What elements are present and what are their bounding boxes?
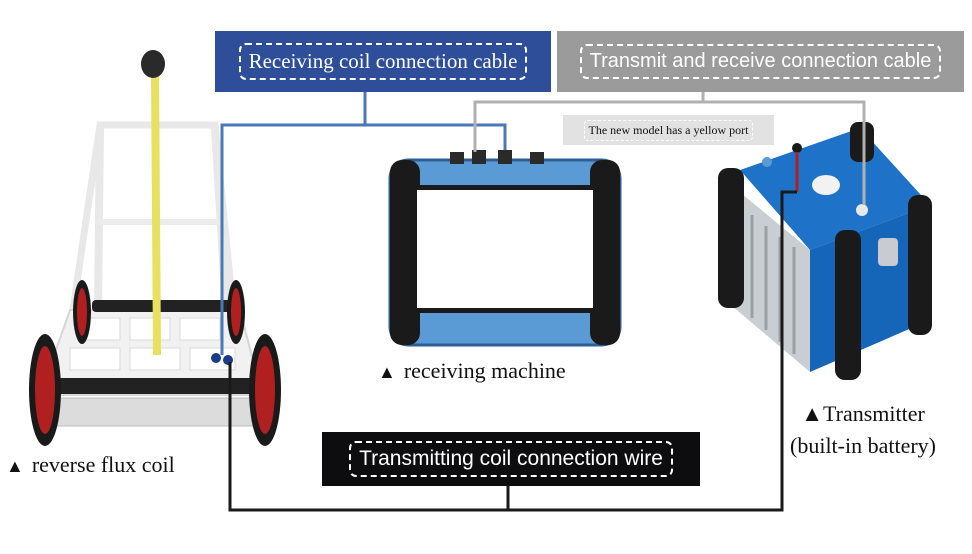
- yellow-port-note: The new model has a yellow port: [563, 115, 774, 145]
- transmit-receive-cable-line: [473, 92, 866, 205]
- reverse-flux-coil-caption-text: reverse flux coil: [31, 452, 175, 477]
- transmitter-caption-line1: ▲Transmitter: [790, 398, 936, 430]
- transmit-receive-cable-label: Transmit and receive connection cable: [557, 31, 964, 92]
- receiving-coil-cable-text: Receiving coil connection cable: [238, 43, 528, 80]
- transmit-receive-cable-text: Transmit and receive connection cable: [579, 44, 942, 79]
- receiving-machine-caption-text: receiving machine: [403, 358, 566, 383]
- triangle-marker-icon: ▲: [801, 401, 823, 426]
- reverse-flux-coil-image: [29, 50, 281, 446]
- reverse-flux-coil-caption: ▲ reverse flux coil: [6, 452, 175, 478]
- transmitting-coil-wire-line: [228, 190, 797, 512]
- transmitting-coil-wire-text: Transmitting coil connection wire: [349, 441, 673, 477]
- receiving-machine-caption: ▲ receiving machine: [378, 358, 566, 384]
- transmitting-coil-wire-label: Transmitting coil connection wire: [322, 432, 700, 486]
- receiving-coil-cable-line: [220, 92, 507, 355]
- transmitter-caption-text: Transmitter: [822, 401, 925, 426]
- receiving-machine-image: [388, 150, 622, 347]
- transmitter-caption-line2: (built-in battery): [790, 433, 937, 458]
- triangle-marker-icon: ▲: [378, 362, 396, 382]
- receiving-coil-cable-label: Receiving coil connection cable: [215, 31, 551, 92]
- triangle-marker-icon: ▲: [6, 456, 24, 476]
- transmitter-caption: ▲Transmitter (built-in battery): [790, 398, 936, 462]
- transmitter-image: [718, 122, 932, 380]
- yellow-port-note-text: The new model has a yellow port: [583, 119, 754, 141]
